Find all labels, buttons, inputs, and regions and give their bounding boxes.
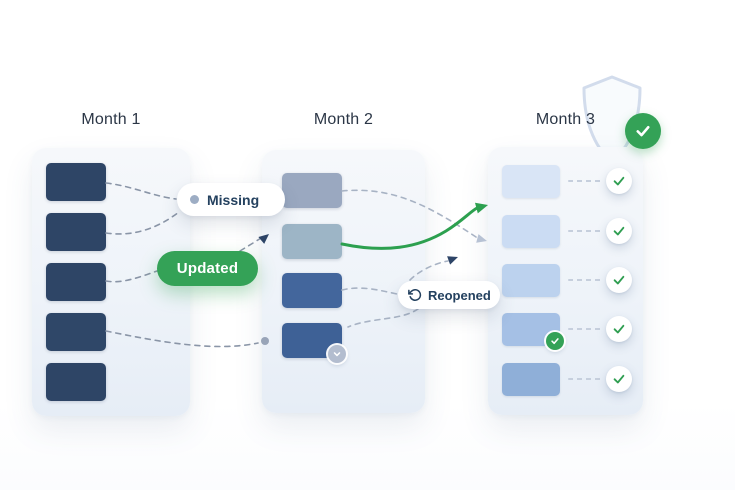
task-card xyxy=(282,173,342,208)
arrowhead-green xyxy=(475,202,488,214)
arrowhead-gray xyxy=(476,234,487,243)
task-card xyxy=(502,165,560,198)
check-icon xyxy=(613,275,625,285)
month-2-title: Month 2 xyxy=(313,111,374,128)
month-1-title: Month 1 xyxy=(81,111,141,128)
check-circle xyxy=(606,218,632,244)
month-3-panel xyxy=(488,147,643,415)
task-card xyxy=(46,263,106,301)
check-icon xyxy=(613,226,625,236)
check-icon xyxy=(551,338,559,345)
check-circle xyxy=(606,168,632,194)
task-card xyxy=(282,224,342,259)
task-card xyxy=(502,363,560,396)
task-card xyxy=(502,215,560,248)
dot-icon xyxy=(190,195,199,204)
row-connector xyxy=(568,328,602,330)
check-icon xyxy=(613,176,625,186)
check-circle xyxy=(606,316,632,342)
check-icon xyxy=(636,125,650,137)
month-3-title: Month 3 xyxy=(535,111,596,128)
updated-pill-label: Updated xyxy=(176,260,239,277)
check-circle xyxy=(606,267,632,293)
done-badge-gray xyxy=(328,345,346,363)
reopened-pill: Reopened xyxy=(398,281,500,309)
task-card xyxy=(46,313,106,351)
check-icon xyxy=(613,374,625,384)
task-card xyxy=(46,363,106,401)
check-circle xyxy=(606,366,632,392)
row-connector xyxy=(568,378,602,380)
reopened-pill-label: Reopened xyxy=(428,287,491,303)
check-icon xyxy=(613,324,625,334)
verified-badge xyxy=(625,113,661,149)
rotate-ccw-icon xyxy=(408,288,422,301)
task-card xyxy=(502,264,560,297)
missing-pill: Missing xyxy=(177,183,285,216)
updated-pill: Updated xyxy=(157,251,258,286)
row-connector xyxy=(568,279,602,281)
task-card xyxy=(46,213,106,251)
chevron-down-icon xyxy=(333,352,341,357)
row-connector xyxy=(568,180,602,182)
task-card xyxy=(282,273,342,308)
task-card xyxy=(46,163,106,201)
done-badge-green xyxy=(546,332,564,350)
arrowhead-navy xyxy=(447,256,458,265)
missing-pill-label: Missing xyxy=(207,191,260,208)
row-connector xyxy=(568,230,602,232)
month-2-panel xyxy=(262,150,425,413)
dashed-connector xyxy=(239,237,262,252)
